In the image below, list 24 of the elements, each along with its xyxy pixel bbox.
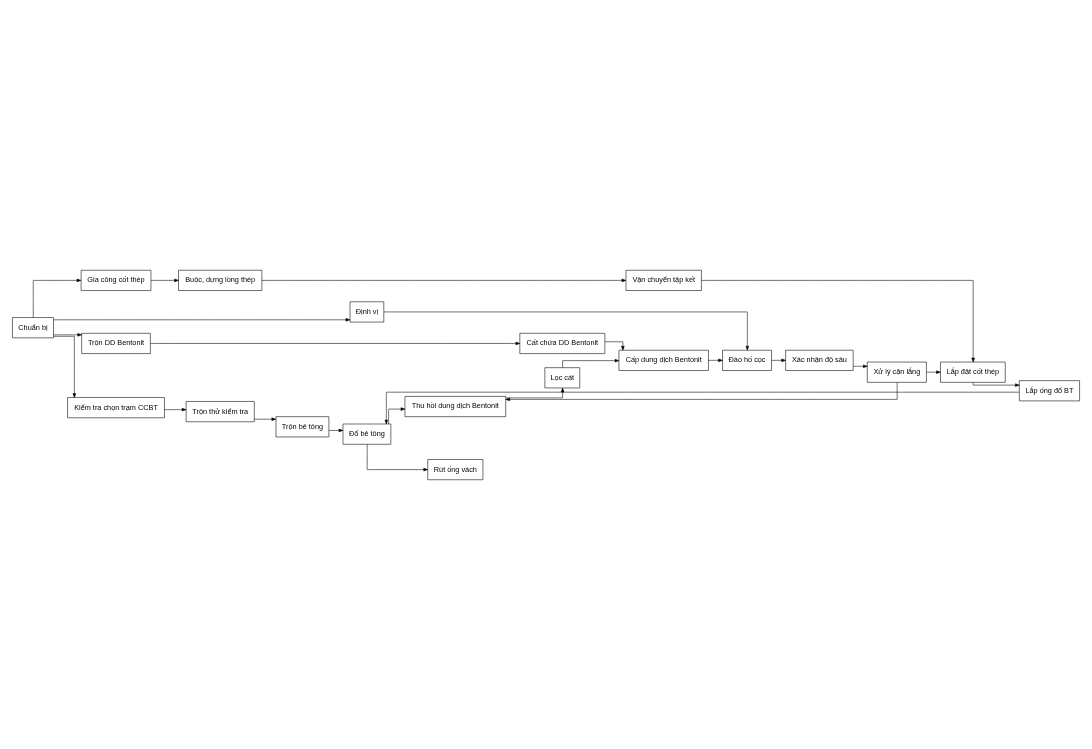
arrow xyxy=(53,317,351,321)
arrow xyxy=(254,417,277,421)
arrow xyxy=(853,364,868,368)
arrow xyxy=(53,335,76,398)
arrow xyxy=(32,278,82,318)
arrow xyxy=(328,428,344,432)
arrow xyxy=(972,381,1020,387)
arrow xyxy=(366,443,428,471)
arrow xyxy=(261,278,627,282)
arrow xyxy=(771,358,786,362)
arrow xyxy=(505,381,898,401)
arrow xyxy=(150,341,521,345)
arrow xyxy=(164,407,187,411)
arrow xyxy=(701,279,975,362)
arrow xyxy=(388,406,406,424)
arrow xyxy=(384,391,1020,424)
arrow xyxy=(383,311,749,350)
arrow xyxy=(505,387,565,398)
arrow xyxy=(926,370,941,374)
arrow xyxy=(150,278,179,282)
arrow xyxy=(53,332,82,336)
arrow xyxy=(562,358,620,368)
arrow xyxy=(604,341,625,350)
arrow xyxy=(708,358,723,362)
